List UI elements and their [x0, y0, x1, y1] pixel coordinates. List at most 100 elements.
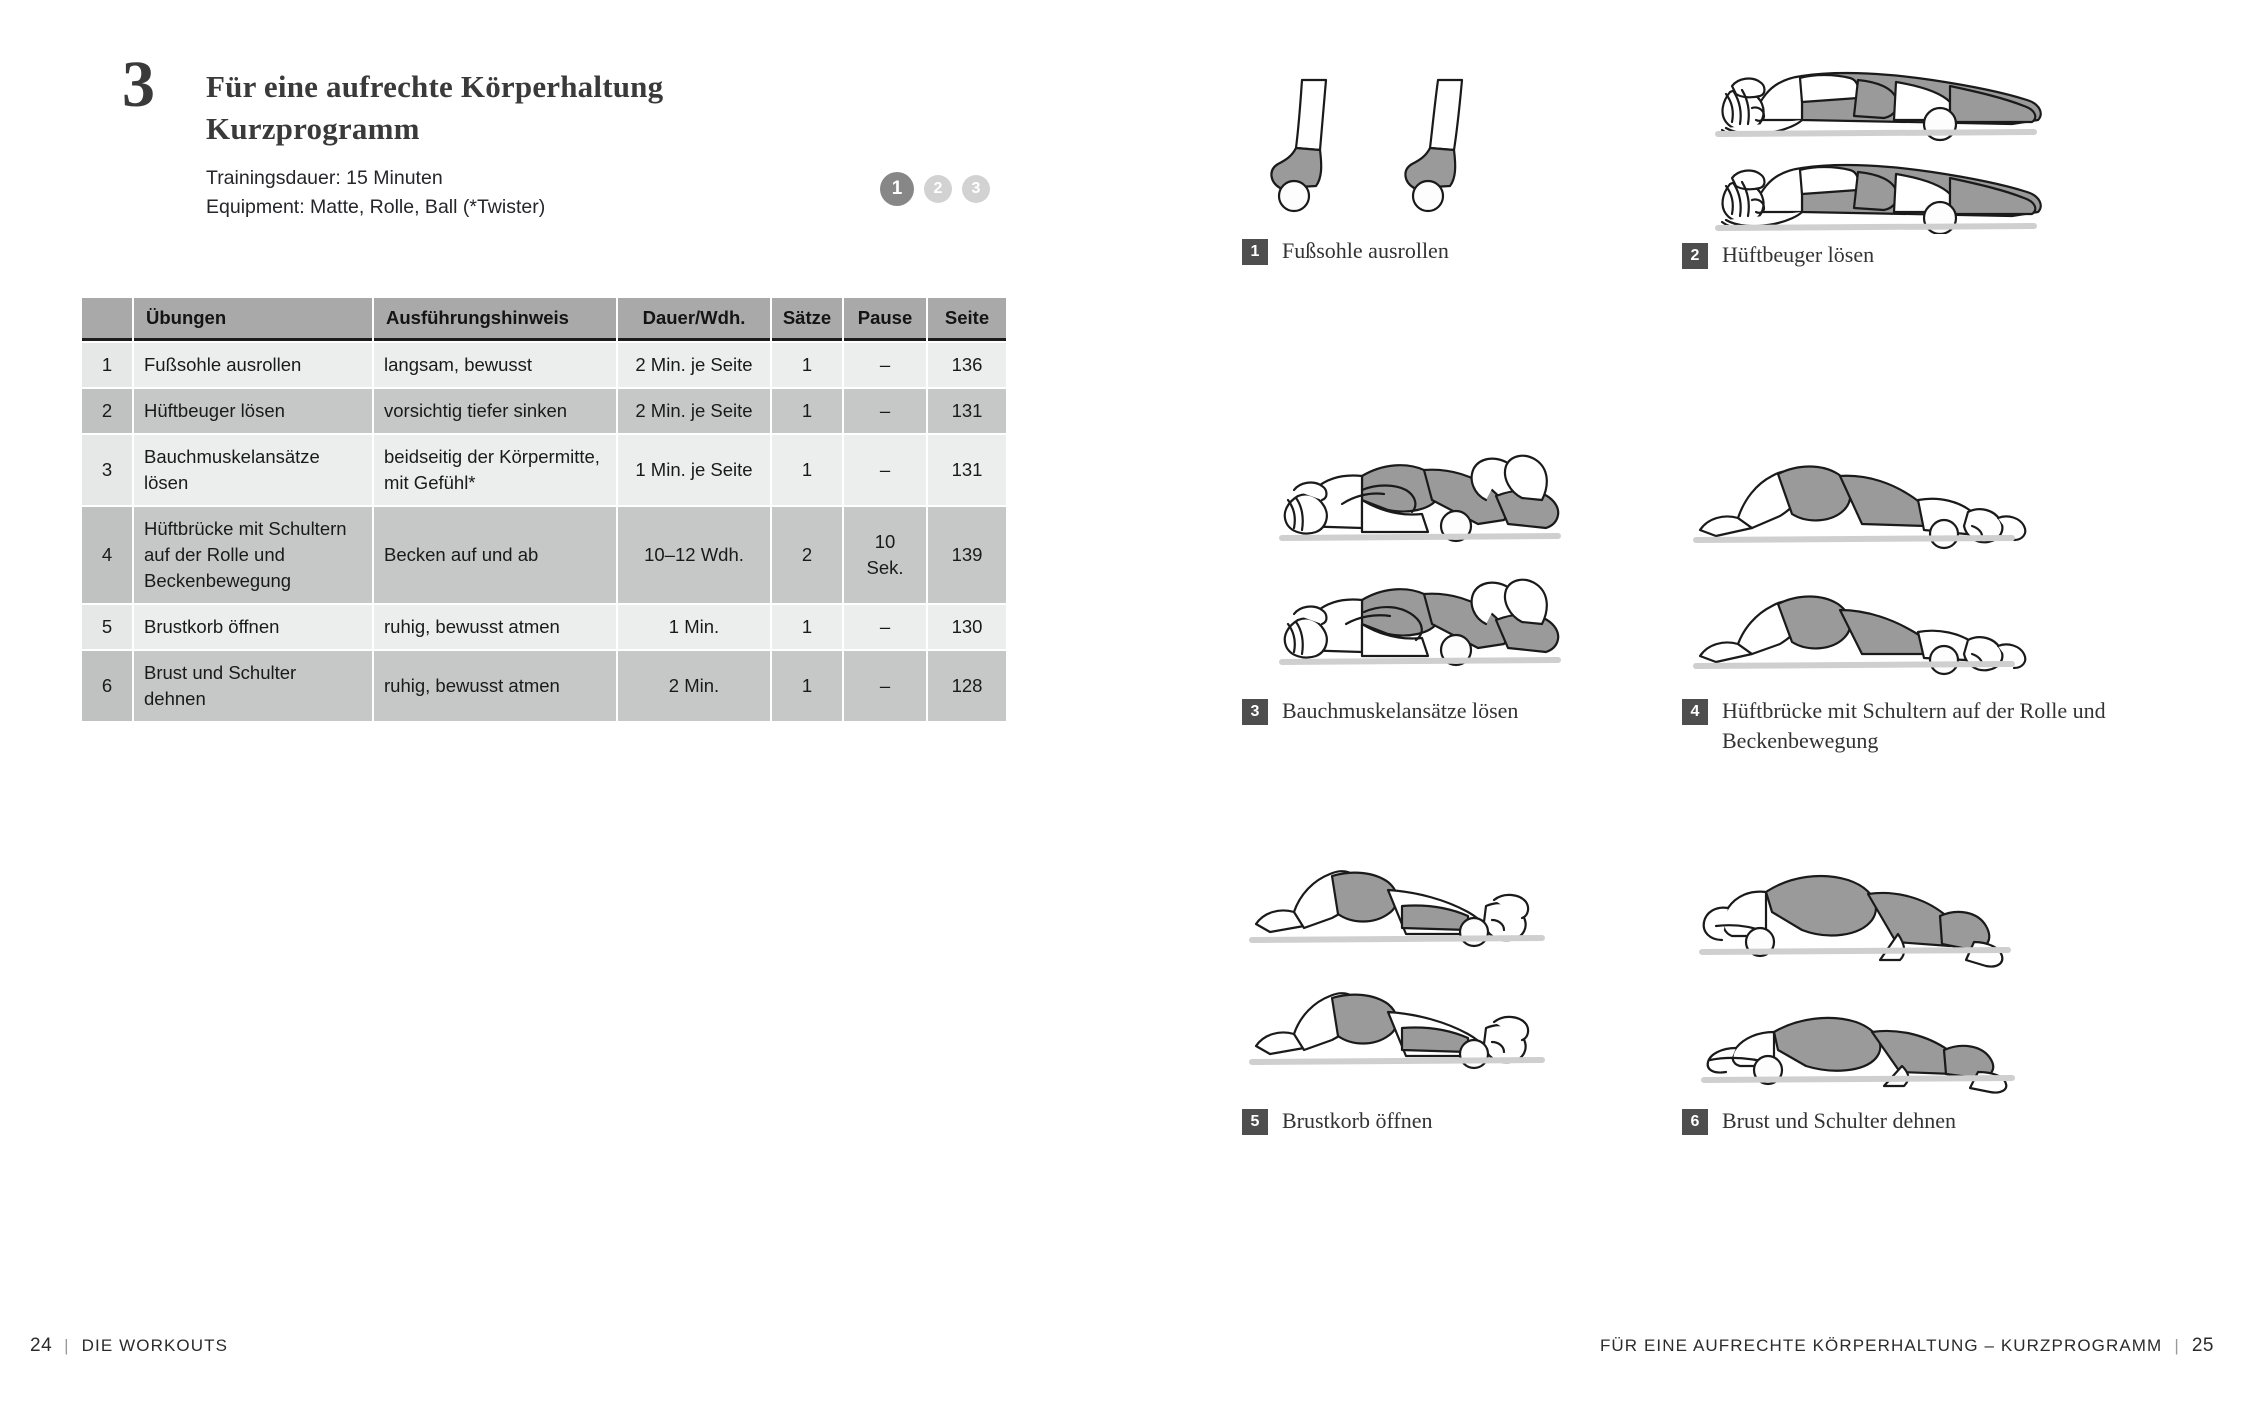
exercise-card-6[interactable]: 6 Brust und Schulter dehnen	[1682, 850, 2112, 1136]
cell-hint: Becken auf und ab	[374, 507, 616, 603]
cell-sets: 2	[772, 507, 842, 603]
page-title: Für eine aufrechte Körperhaltung Kurzpro…	[206, 52, 1002, 150]
footer-section-label: DIE WORKOUTS	[81, 1336, 229, 1355]
exercise-badge-6: 6	[1682, 1109, 1708, 1135]
exercise-caption-2-text: Hüftbeuger lösen	[1722, 242, 1875, 267]
program-step-indicator: 1 2 3	[880, 172, 990, 206]
exercise-badge-3: 3	[1242, 699, 1268, 725]
cell-exercise: Brust und Schulter dehnen	[134, 651, 372, 721]
exercise-illustration-2	[1682, 58, 2112, 234]
cell-index: 1	[82, 343, 132, 387]
exercise-caption-6: 6 Brust und Schulter dehnen	[1682, 1106, 2112, 1136]
exercise-card-1[interactable]: 1 Fußsohle ausrollen	[1242, 70, 1672, 266]
exercise-caption-4-text: Hüftbrücke mit Schultern auf der Rolle u…	[1722, 698, 2106, 753]
exercise-illustration-1	[1242, 70, 1672, 230]
cell-pause: 10 Sek.	[844, 507, 926, 603]
cell-duration: 1 Min. je Seite	[618, 435, 770, 505]
exercise-badge-1: 1	[1242, 239, 1268, 265]
exercise-badge-2: 2	[1682, 243, 1708, 269]
cell-index: 4	[82, 507, 132, 603]
exercise-caption-2: 2 Hüftbeuger lösen	[1682, 240, 2112, 270]
cell-exercise: Hüftbrücke mit Schultern auf der Rolle u…	[134, 507, 372, 603]
cell-index: 6	[82, 651, 132, 721]
cell-sets: 1	[772, 605, 842, 649]
cell-page: 131	[928, 435, 1006, 505]
column-header-pause: Pause	[844, 298, 926, 341]
step-dot-2-label: 2	[933, 180, 943, 197]
exercise-caption-3-text: Bauchmuskelansätze lösen	[1282, 698, 1519, 723]
cell-page: 130	[928, 605, 1006, 649]
cell-pause: –	[844, 435, 926, 505]
cell-hint: ruhig, bewusst atmen	[374, 605, 616, 649]
table-header-row: Übungen Ausführungshinweis Dauer/Wdh. Sä…	[82, 298, 1006, 341]
cell-index: 2	[82, 389, 132, 433]
cell-page: 128	[928, 651, 1006, 721]
column-header-sets: Sätze	[772, 298, 842, 341]
footer-separator: |	[2174, 1336, 2180, 1355]
cell-duration: 2 Min. je Seite	[618, 389, 770, 433]
exercise-illustration-4	[1682, 440, 2112, 690]
cell-hint: vorsichtig tiefer sinken	[374, 389, 616, 433]
exercise-badge-3-label: 3	[1250, 703, 1260, 720]
step-dot-1-label: 1	[891, 178, 903, 199]
exercise-caption-1-text: Fußsohle ausrollen	[1282, 238, 1449, 263]
program-meta: Trainingsdauer: 15 Minuten Equipment: Ma…	[206, 164, 1002, 222]
cell-duration: 1 Min.	[618, 605, 770, 649]
workout-table: Übungen Ausführungshinweis Dauer/Wdh. Sä…	[80, 296, 1008, 723]
cell-hint: ruhig, bewusst atmen	[374, 651, 616, 721]
cell-sets: 1	[772, 389, 842, 433]
exercise-badge-5: 5	[1242, 1109, 1268, 1135]
training-duration-text: Trainingsdauer: 15 Minuten	[206, 167, 443, 189]
column-header-index	[82, 298, 132, 341]
table-head: Übungen Ausführungshinweis Dauer/Wdh. Sä…	[82, 298, 1006, 341]
cell-hint: beidseitig der Körpermitte, mit Gefühl*	[374, 435, 616, 505]
page-title-line-2: Kurzprogramm	[206, 111, 420, 146]
column-header-exercise: Übungen	[134, 298, 372, 341]
table-row[interactable]: 1 Fußsohle ausrollen langsam, bewusst 2 …	[82, 343, 1006, 387]
exercise-badge-4-label: 4	[1690, 703, 1700, 720]
cell-pause: –	[844, 389, 926, 433]
cell-sets: 1	[772, 435, 842, 505]
exercise-card-2[interactable]: 2 Hüftbeuger lösen	[1682, 58, 2112, 270]
exercise-illustration-5	[1242, 850, 1672, 1100]
footer-right: FÜR EINE AUFRECHTE KÖRPERHALTUNG – KURZP…	[1600, 1335, 2214, 1357]
cell-exercise: Bauchmuskelansätze lösen	[134, 435, 372, 505]
exercise-card-5[interactable]: 5 Brustkorb öffnen	[1242, 850, 1672, 1136]
step-dot-3[interactable]: 3	[962, 175, 990, 203]
table-row[interactable]: 4 Hüftbrücke mit Schultern auf der Rolle…	[82, 507, 1006, 603]
table-row[interactable]: 3 Bauchmuskelansätze lösen beidseitig de…	[82, 435, 1006, 505]
exercise-caption-5-text: Brustkorb öffnen	[1282, 1108, 1433, 1133]
cell-sets: 1	[772, 343, 842, 387]
exercise-illustration-3	[1242, 440, 1672, 690]
footer-left: 24 | DIE WORKOUTS	[30, 1335, 228, 1357]
cell-pause: –	[844, 343, 926, 387]
exercise-illustration-6	[1682, 850, 2112, 1100]
left-page: 3 Für eine aufrechte Körperhaltung Kurzp…	[30, 52, 1008, 1357]
right-page: 1 Fußsohle ausrollen	[1122, 0, 2244, 1417]
column-header-hint: Ausführungshinweis	[374, 298, 616, 341]
cell-index: 5	[82, 605, 132, 649]
exercise-caption-5: 5 Brustkorb öffnen	[1242, 1106, 1672, 1136]
equipment-text: Equipment: Matte, Rolle, Ball (*Twister)	[206, 196, 546, 218]
column-header-duration: Dauer/Wdh.	[618, 298, 770, 341]
exercise-badge-4: 4	[1682, 699, 1708, 725]
exercise-card-4[interactable]: 4 Hüftbrücke mit Schultern auf der Rolle…	[1682, 440, 2122, 756]
table-row[interactable]: 2 Hüftbeuger lösen vorsichtig tiefer sin…	[82, 389, 1006, 433]
step-dot-2[interactable]: 2	[924, 175, 952, 203]
footer-page-number: 24	[30, 1335, 53, 1356]
cell-pause: –	[844, 605, 926, 649]
cell-duration: 10–12 Wdh.	[618, 507, 770, 603]
footer-section-label: FÜR EINE AUFRECHTE KÖRPERHALTUNG – KURZP…	[1599, 1336, 2163, 1355]
table-row[interactable]: 5 Brustkorb öffnen ruhig, bewusst atmen …	[82, 605, 1006, 649]
cell-page: 139	[928, 507, 1006, 603]
cell-exercise: Fußsohle ausrollen	[134, 343, 372, 387]
footer-separator: |	[64, 1336, 70, 1355]
cell-pause: –	[844, 651, 926, 721]
step-dot-1[interactable]: 1	[880, 172, 914, 206]
exercise-card-3[interactable]: 3 Bauchmuskelansätze lösen	[1242, 440, 1672, 726]
exercise-badge-1-label: 1	[1250, 243, 1260, 260]
exercise-caption-6-text: Brust und Schulter dehnen	[1722, 1108, 1957, 1133]
exercise-caption-1: 1 Fußsohle ausrollen	[1242, 236, 1672, 266]
cell-hint: langsam, bewusst	[374, 343, 616, 387]
table-row[interactable]: 6 Brust und Schulter dehnen ruhig, bewus…	[82, 651, 1006, 721]
